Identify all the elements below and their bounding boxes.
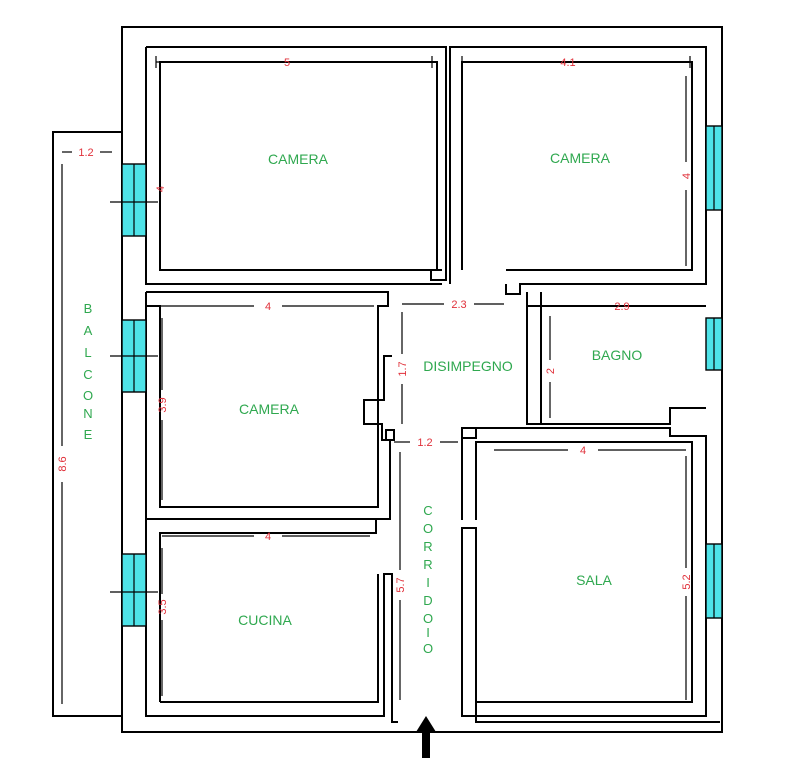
- wall-camera-top-right-inner: [461, 61, 693, 271]
- balcone-letter: C: [83, 367, 92, 382]
- walls: [52, 26, 723, 733]
- dim-disimpegno-width: 2.3: [451, 299, 466, 311]
- corridoio-letter: D: [423, 593, 432, 608]
- corridoio-letter: R: [423, 539, 432, 554]
- room-label-camera-mid-left: CAMERA: [239, 401, 300, 417]
- entrance-arrow-icon: [416, 716, 436, 758]
- wall-camera-top-left-outer: [145, 47, 442, 285]
- wall-camera-mid-left: [146, 291, 389, 508]
- dim-camera-top-right-width: 4.1: [560, 57, 575, 69]
- dim-corridoio-length: 5.7: [395, 577, 407, 592]
- wall-bagno-left: [526, 292, 542, 424]
- balcone-letter: O: [83, 388, 93, 403]
- corridoio-letter: I: [426, 625, 430, 640]
- dim-camera-mid-left-width: 4: [265, 301, 271, 313]
- dim-camera-top-left-width: 5: [284, 57, 290, 69]
- room-label-disimpegno: DISIMPEGNO: [423, 358, 513, 374]
- wall-camera-mid-left-outer: [145, 292, 392, 520]
- wall-sala-inner: [475, 441, 693, 703]
- corridoio-label: C O R R I D O I O: [423, 503, 433, 656]
- corridor-jamb: [461, 427, 477, 439]
- room-label-sala: SALA: [576, 572, 612, 588]
- wall-cucina: [145, 519, 398, 723]
- room-label-cucina: CUCINA: [238, 612, 292, 628]
- dim-disimpegno-height: 1.7: [397, 361, 409, 376]
- dim-camera-top-left-height: 4: [155, 186, 167, 192]
- corridoio-letter: C: [423, 503, 432, 518]
- balcone-letter: L: [84, 345, 91, 360]
- wall-camera-top-right: [449, 46, 707, 295]
- corridor-jamb-left: [385, 429, 395, 441]
- room-label-camera-top-right: CAMERA: [550, 150, 611, 166]
- windows: [110, 125, 723, 627]
- dim-camera-top-right-height: 4: [681, 173, 693, 179]
- dim-balcone-width: 1.2: [78, 147, 93, 159]
- corridoio-letter: R: [423, 557, 432, 572]
- balcone-letter: B: [84, 301, 93, 316]
- dim-bagno-width: 2.9: [614, 301, 629, 313]
- wall-cucina-inner: [159, 519, 377, 702]
- balcone-outline: [52, 131, 122, 717]
- dimension-lines: [61, 56, 700, 704]
- balcone-letter: E: [84, 427, 93, 442]
- balcone-letter: N: [83, 406, 92, 421]
- dim-corridoio-width: 1.2: [417, 437, 432, 449]
- balcone-label: B A L C O N E: [83, 301, 93, 442]
- wall-cucina-bottom-inner: [160, 574, 379, 703]
- dim-sala-width: 4: [580, 445, 586, 457]
- corridoio-letter: I: [426, 575, 430, 590]
- room-label-camera-top-left: CAMERA: [268, 151, 329, 167]
- corridoio-letter: O: [423, 641, 433, 656]
- wall-bagno-bottom: [541, 407, 706, 425]
- corridoio-letter: O: [423, 521, 433, 536]
- dim-sala-height: 5.2: [681, 574, 693, 589]
- dim-bagno-height: 2: [545, 368, 557, 374]
- corridoio-letter: O: [423, 611, 433, 626]
- balcone-letter: A: [84, 323, 93, 338]
- dim-balcone-length: 8.6: [57, 456, 69, 471]
- wall-sala: [461, 427, 720, 723]
- dim-cucina-height: 3.5: [157, 599, 169, 614]
- dim-camera-mid-left-height: 3.9: [157, 397, 169, 412]
- dim-cucina-width: 4: [265, 531, 271, 543]
- room-label-bagno: BAGNO: [592, 347, 643, 363]
- outer-wall: [121, 26, 723, 733]
